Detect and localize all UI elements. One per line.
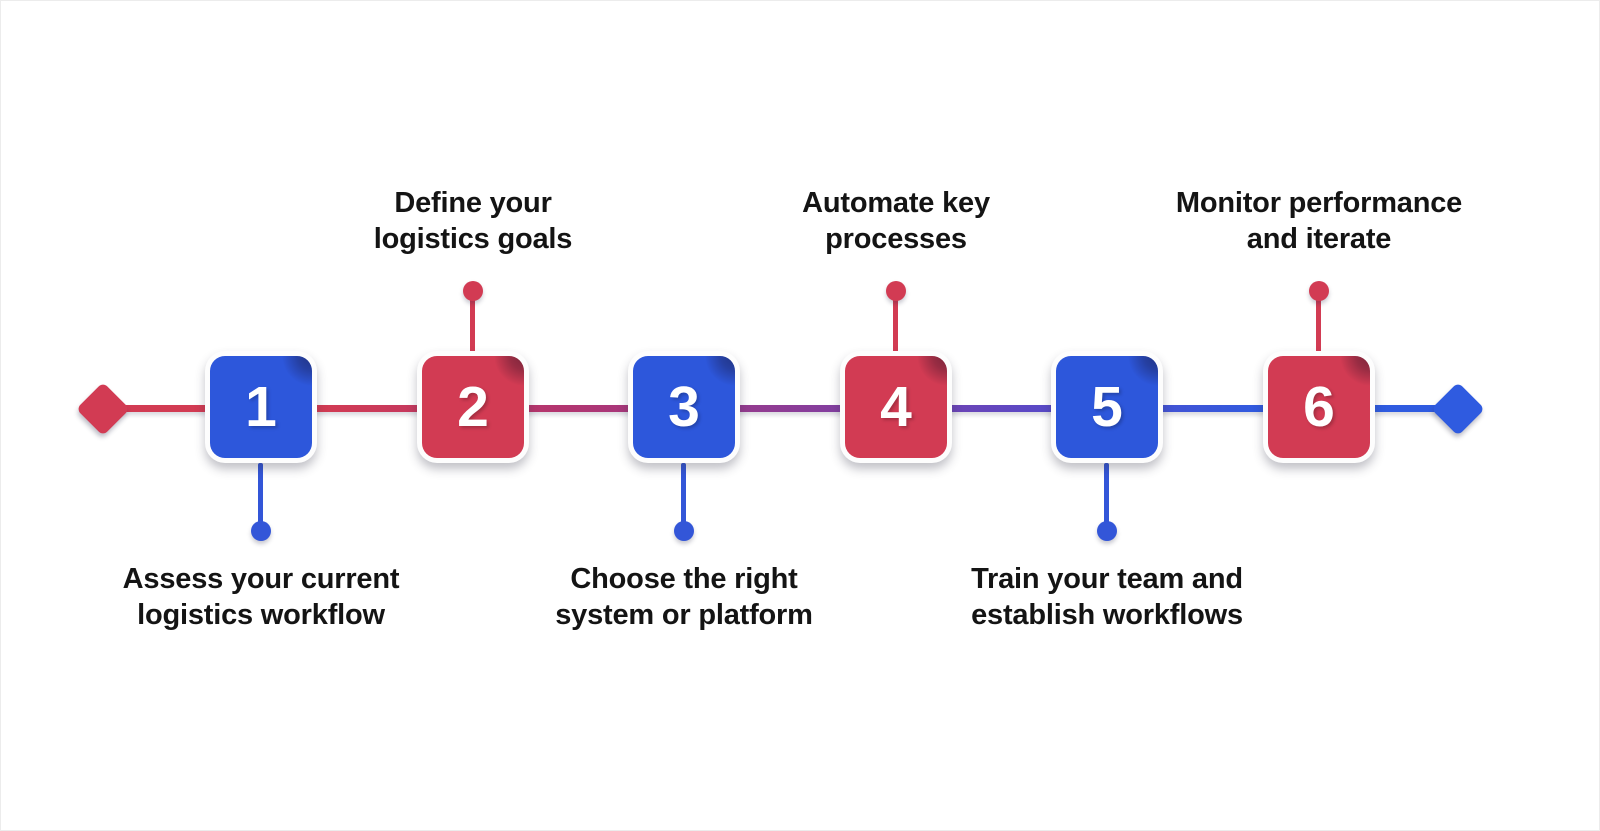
step-label-4: Automate key processes (802, 187, 990, 255)
step-number: 4 (880, 374, 912, 439)
connector-dot-step-3 (674, 521, 694, 541)
connector-stem-step-2 (470, 291, 475, 353)
step-label-5: Train your team and establish workflows (971, 563, 1243, 631)
connector-stem-step-3 (681, 463, 686, 525)
step-label-2: Define your logistics goals (373, 187, 573, 255)
step-number: 6 (1303, 374, 1335, 439)
step-box-2: 2 (417, 351, 529, 463)
step-number: 3 (668, 374, 700, 439)
step-number: 2 (457, 374, 489, 439)
step-label-6: Monitor performance and iterate (1175, 187, 1463, 255)
connector-dot-step-1 (251, 521, 271, 541)
timeline-end-diamond-icon (1431, 382, 1485, 436)
step-label-3: Choose the right system or platform (555, 563, 813, 631)
connector-dot-step-6 (1309, 281, 1329, 301)
connector-dot-step-5 (1097, 521, 1117, 541)
step-box-5: 5 (1051, 351, 1163, 463)
step-box-6: 6 (1263, 351, 1375, 463)
connector-stem-step-5 (1104, 463, 1109, 525)
step-box-3: 3 (628, 351, 740, 463)
connector-dot-step-4 (886, 281, 906, 301)
step-number: 5 (1091, 374, 1123, 439)
step-box-1: 1 (205, 351, 317, 463)
timeline-start-diamond-icon (76, 382, 130, 436)
step-label-1: Assess your current logistics workflow (122, 563, 400, 631)
connector-dot-step-2 (463, 281, 483, 301)
connector-stem-step-6 (1316, 291, 1321, 353)
connector-stem-step-1 (258, 463, 263, 525)
step-number: 1 (245, 374, 277, 439)
timeline-line (103, 405, 1458, 412)
connector-stem-step-4 (893, 291, 898, 353)
step-box-4: 4 (840, 351, 952, 463)
